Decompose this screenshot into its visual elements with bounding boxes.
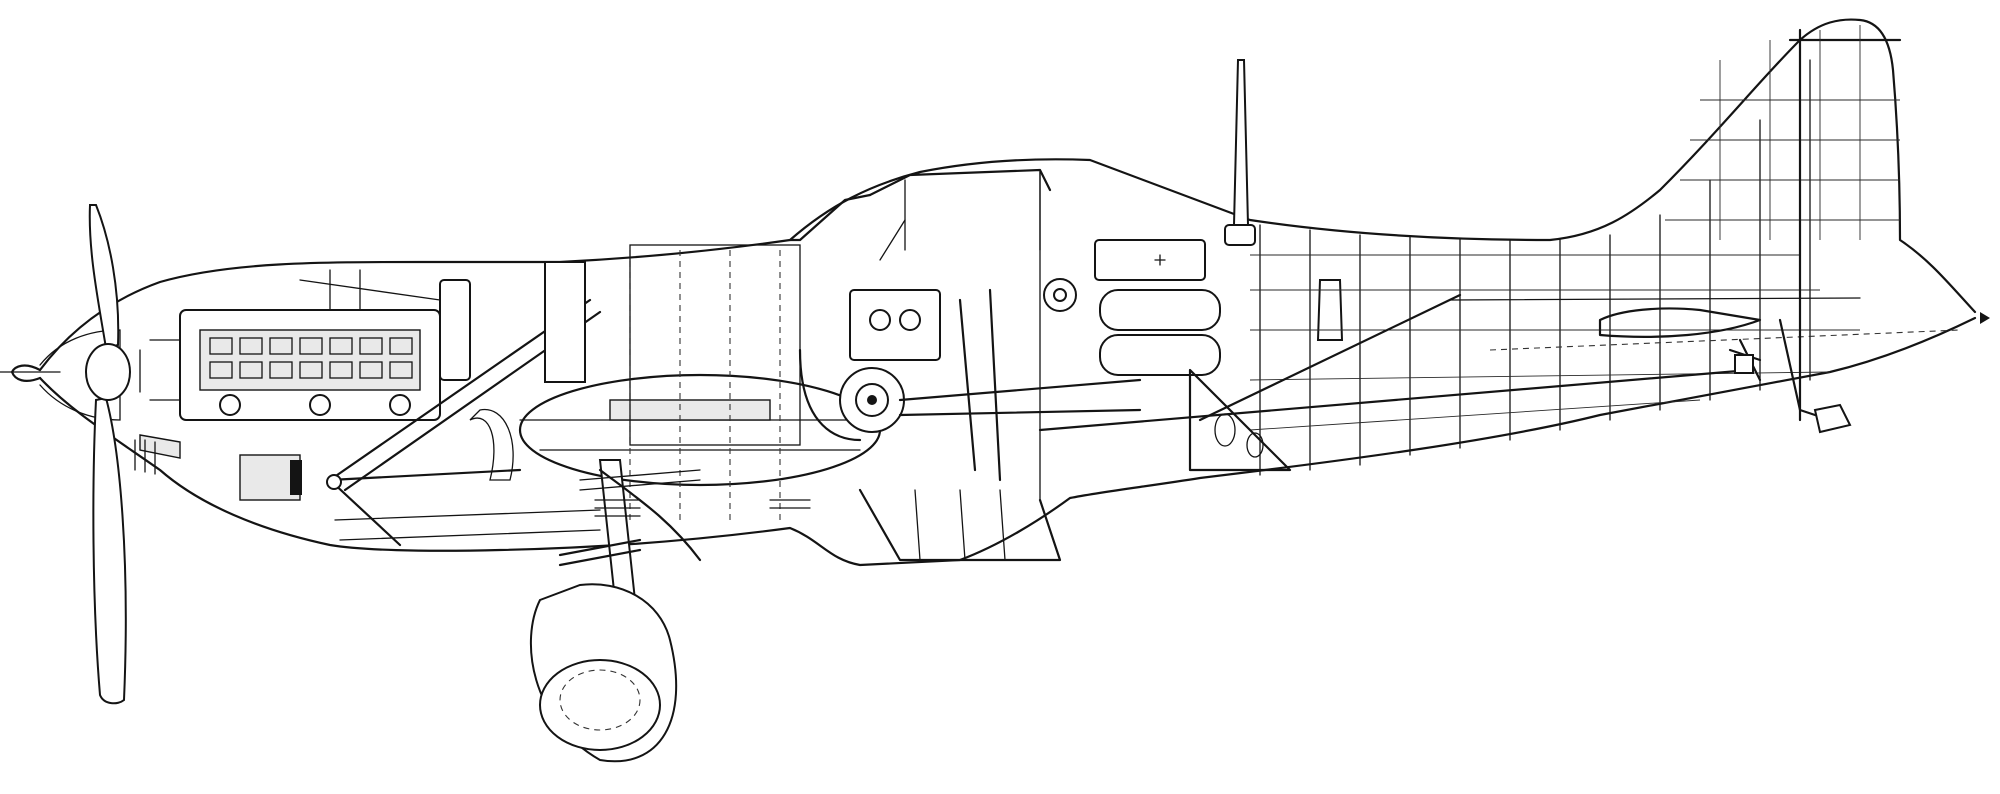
gearbox-icon	[839, 367, 1142, 433]
radiator-icon	[239, 454, 601, 541]
fuel-tank-icon	[1094, 239, 1221, 376]
exhaust-icon	[134, 434, 181, 475]
propeller-icon	[0, 204, 131, 705]
engine-icon	[139, 269, 471, 421]
fuselage-outline	[10, 18, 1977, 567]
fin-rudder-icon	[1598, 25, 1990, 422]
tail-wheel-icon	[1778, 318, 1852, 434]
control-rod-icon	[1038, 293, 1961, 432]
wheel-icon	[529, 583, 678, 763]
spinner-icon	[85, 343, 131, 401]
cockpit-canopy-icon	[544, 168, 1052, 482]
oxygen-bottle-icon	[1043, 278, 1344, 341]
main-landing-gear-icon	[558, 459, 811, 601]
wing-fairing	[858, 488, 1062, 562]
antenna-mast-icon	[1224, 59, 1256, 246]
rear-fuselage-frames	[1039, 59, 1860, 501]
